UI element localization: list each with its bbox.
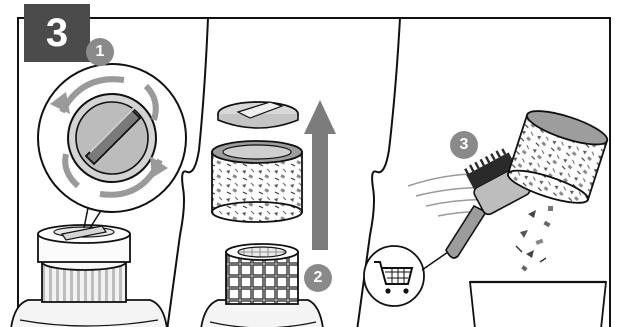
step-number-badge: 3 xyxy=(24,4,90,62)
debris-filter xyxy=(212,141,302,222)
substep-1-marker: 1 xyxy=(86,38,114,66)
zoom-circle xyxy=(38,64,186,212)
dust-container-left xyxy=(10,225,168,327)
falling-debris xyxy=(516,206,553,271)
trash-bin xyxy=(470,282,606,327)
cart-callout-line xyxy=(422,252,448,270)
shopping-cart-icon xyxy=(364,246,424,306)
substep-3-marker: 3 xyxy=(450,131,478,159)
filter-lid xyxy=(218,102,298,128)
substep-2-marker: 2 xyxy=(304,264,332,292)
lift-up-arrow-icon xyxy=(304,100,336,250)
